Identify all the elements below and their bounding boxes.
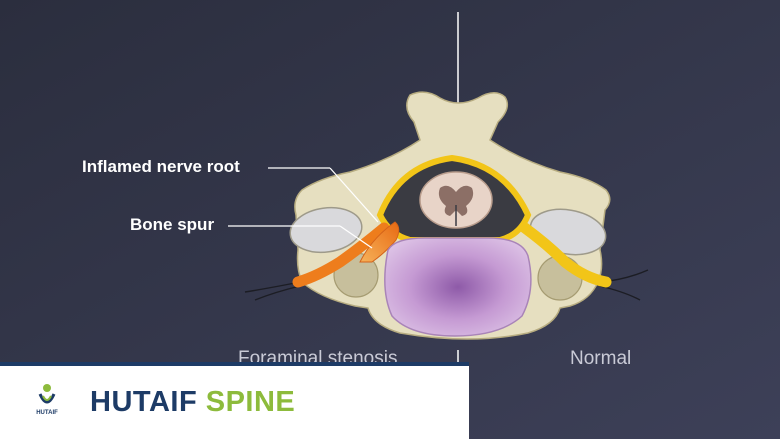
brand-name-part2: SPINE: [205, 386, 296, 418]
grey-matter: [438, 185, 474, 216]
facet-joint-left: [289, 206, 363, 254]
logo-text: HUTAIF: [36, 410, 58, 416]
nerve-root-left-inflamed: [292, 222, 390, 288]
intervertebral-disc: [384, 237, 532, 337]
brand-logo: HUTAIF: [30, 382, 64, 426]
label-inflamed-nerve-root: Inflamed nerve root: [82, 157, 240, 176]
leader-line-bone-spur-diag: [339, 225, 373, 249]
nerve-root-right: [519, 222, 612, 288]
brand-bar: HUTAIF HUTAIF SPINE: [0, 362, 469, 439]
leader-line-nerve-root-diag: [329, 167, 379, 223]
label-bone-spur: Bone spur: [130, 215, 215, 234]
brand-name: HUTAIF SPINE: [90, 386, 295, 419]
caption-right: Normal: [570, 348, 632, 369]
brand-name-part1: HUTAIF: [90, 386, 198, 418]
spine-logo-icon: [38, 384, 56, 404]
bone-spur: [359, 221, 400, 263]
